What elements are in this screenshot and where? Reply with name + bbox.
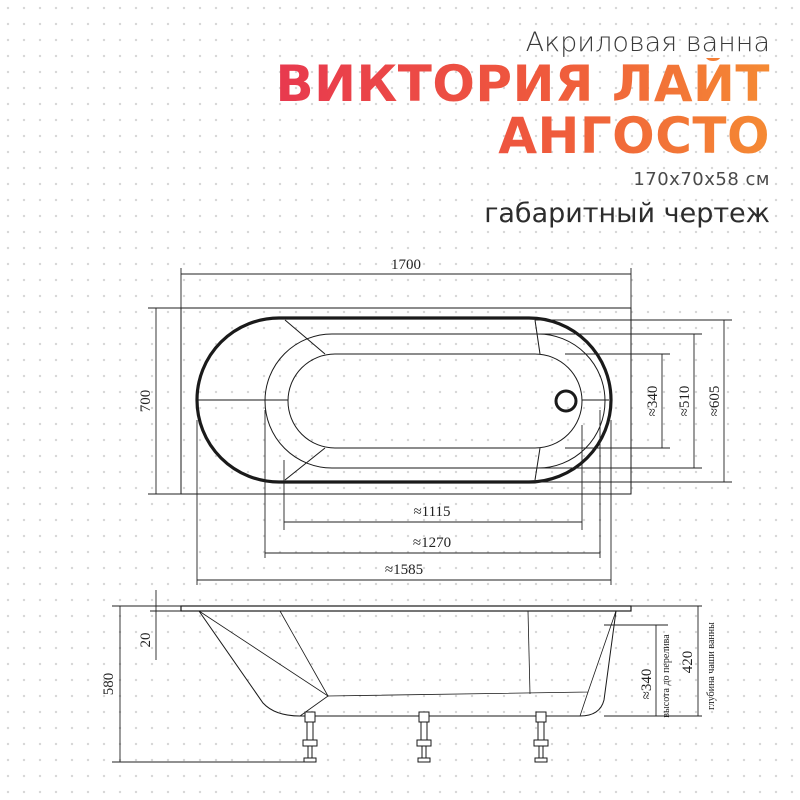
dim-overflow-height: ≈340 <box>639 669 655 700</box>
dim-inner-width-510: ≈510 <box>677 386 693 417</box>
label-bowl-depth: глубина чаши ванны <box>706 622 717 710</box>
dim-total-height: 580 <box>101 673 117 696</box>
dim-length: 1700 <box>391 257 421 273</box>
tub-bowl-middle <box>264 333 606 469</box>
drawing-type: габаритный чертеж <box>484 197 770 229</box>
leg-middle <box>416 711 432 763</box>
title-block: Акриловая ванна ВИКТОРИЯ ЛАЙТ АНГОСТО 17… <box>275 28 770 229</box>
side-view-dimensions <box>112 590 702 763</box>
top-view <box>180 307 632 495</box>
side-view <box>180 605 632 717</box>
dim-inner-length-1115: ≈1115 <box>413 504 450 520</box>
tub-outer-rim <box>180 307 632 495</box>
dim-bowl-depth: 420 <box>680 651 696 674</box>
top-view-dimensions <box>148 268 732 585</box>
dim-inner-length-1270: ≈1270 <box>413 535 451 551</box>
tub-rim-side <box>180 605 632 612</box>
dim-inner-width-605: ≈605 <box>707 386 723 417</box>
leg-left <box>302 711 318 763</box>
drain-hole <box>554 389 578 413</box>
product-name-line2: АНГОСТО <box>275 110 770 163</box>
product-category: Акриловая ванна <box>525 27 770 58</box>
dim-inner-length-1585: ≈1585 <box>385 562 423 578</box>
dim-rim-thickness: 20 <box>138 633 154 648</box>
product-name-line1: ВИКТОРИЯ ЛАЙТ <box>275 54 770 113</box>
dim-inner-width-340: ≈340 <box>645 386 661 417</box>
tub-body-side <box>198 610 617 717</box>
tub-legs <box>302 711 549 763</box>
product-dimensions: 170x70x58 см <box>633 168 770 190</box>
label-overflow-height: высота до перелива <box>661 634 672 718</box>
dim-width: 700 <box>138 390 154 413</box>
leg-right <box>533 711 549 763</box>
tub-bowl-bottom <box>287 353 583 449</box>
